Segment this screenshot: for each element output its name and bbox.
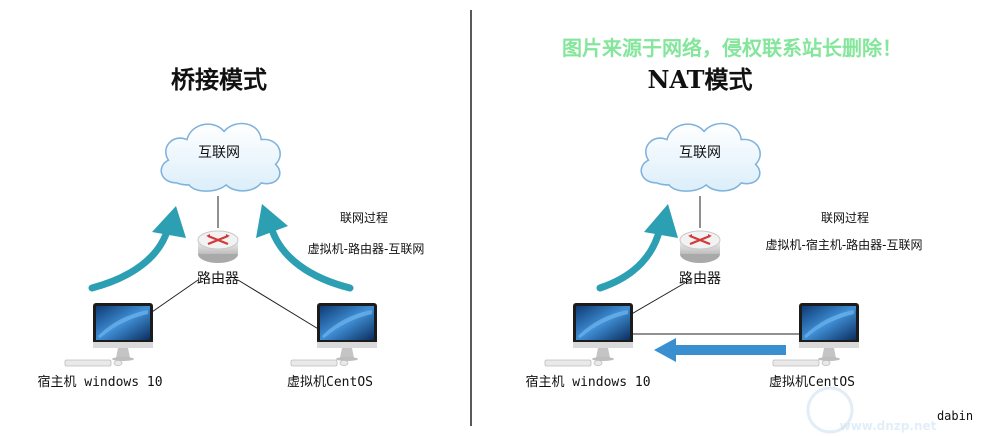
- cloud-label: 互联网: [198, 145, 240, 161]
- arrow-up-right-icon: [256, 204, 354, 292]
- arrow-up-right-icon: [596, 204, 678, 292]
- host-computer-icon: [64, 303, 153, 367]
- host-label: 宿主机 windows 10: [37, 374, 162, 390]
- vm-label: 虚拟机CentOS: [769, 375, 855, 390]
- process-path: 虚拟机-宿主机-路由器-互联网: [766, 237, 923, 252]
- vm-label: 虚拟机CentOS: [287, 375, 373, 390]
- credit-text: dabin: [937, 409, 973, 423]
- router-vm-link: [237, 279, 321, 331]
- router-icon: [196, 229, 240, 265]
- router-label: 路由器: [197, 271, 239, 287]
- arrow-left-icon: [654, 338, 786, 362]
- bridge-mode-panel: 桥接模式 互联网 路由器 联网过程 虚拟机-路由器-互联网: [37, 65, 424, 390]
- watermark-text: 图片来源于网络，侵权联系站长删除！: [562, 36, 902, 60]
- process-title: 联网过程: [821, 210, 869, 225]
- nat-mode-panel: NAT模式 互联网 路由器 联网过程 虚拟机-宿主机-路由器-互联网: [525, 65, 922, 390]
- process-path: 虚拟机-路由器-互联网: [308, 241, 425, 256]
- router-label: 路由器: [679, 271, 721, 287]
- host-computer-icon: [544, 303, 633, 367]
- vm-computer-icon: [290, 303, 377, 367]
- router-icon: [678, 229, 722, 265]
- bridge-title: 桥接模式: [171, 65, 267, 94]
- process-title: 联网过程: [340, 210, 388, 225]
- cloud-label: 互联网: [679, 145, 721, 161]
- corner-mark-text: www.dnzp.net: [840, 419, 937, 433]
- host-label: 宿主机 windows 10: [525, 374, 650, 390]
- corner-logo-icon: www.dnzp.net: [806, 386, 937, 434]
- nat-title: NAT模式: [647, 65, 752, 94]
- arrow-up-left-icon: [88, 206, 186, 292]
